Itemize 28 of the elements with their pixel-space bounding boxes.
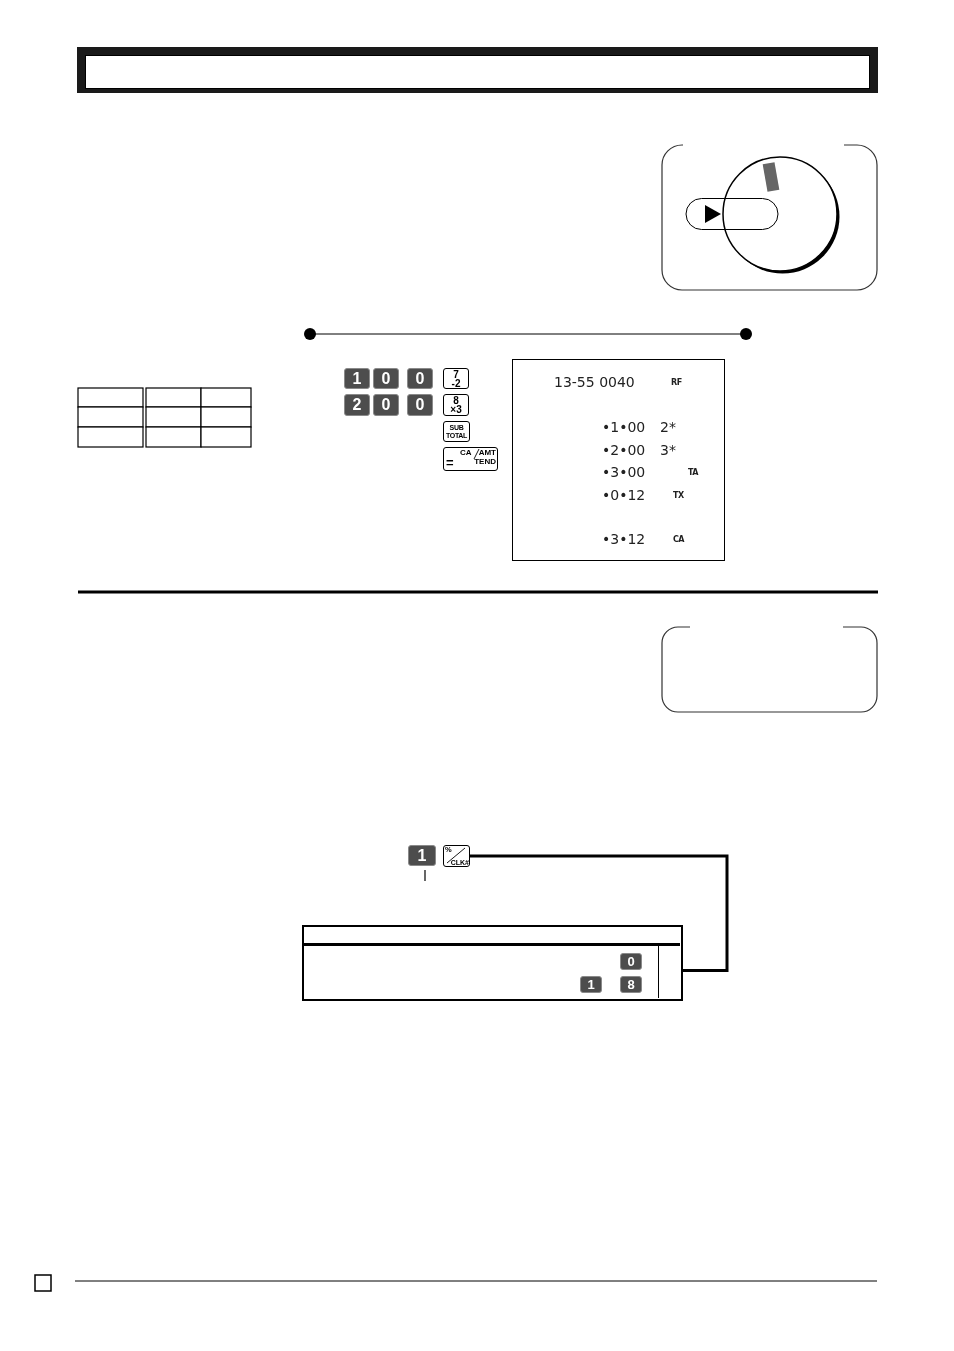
receipt-quantity: 3*	[660, 442, 676, 458]
number-key: 1	[580, 976, 602, 993]
receipt-symbol: CA	[673, 534, 685, 544]
receipt-header: 13-55 0040	[554, 374, 635, 390]
number-key: 0	[373, 394, 399, 416]
settings-table	[302, 925, 683, 1001]
function-key: 7 -2	[443, 368, 469, 389]
receipt-symbol: TA	[688, 467, 699, 477]
number-key: 0	[407, 394, 433, 416]
receipt	[512, 359, 725, 561]
number-key: 1	[408, 845, 436, 866]
receipt-symbol: TX	[673, 490, 684, 500]
receipt-amount: •2•00	[602, 442, 646, 458]
receipt-symbol: RF	[671, 377, 682, 387]
number-key: 2	[344, 394, 370, 416]
function-key: 8 ×3	[443, 394, 469, 416]
receipt-amount: •0•12	[602, 487, 646, 503]
receipt-quantity: 2*	[660, 419, 676, 435]
receipt-amount: •1•00	[602, 419, 646, 435]
number-key: 8	[620, 976, 642, 993]
number-key: 1	[344, 368, 370, 389]
receipt-total: •3•12	[602, 531, 646, 547]
function-key: = CA AMT TEND	[443, 447, 498, 471]
number-key: 0	[620, 953, 642, 970]
receipt-amount: •3•00	[602, 464, 646, 480]
number-key: 0	[373, 368, 399, 389]
connector-line	[470, 854, 729, 973]
number-key: 0	[407, 368, 433, 389]
